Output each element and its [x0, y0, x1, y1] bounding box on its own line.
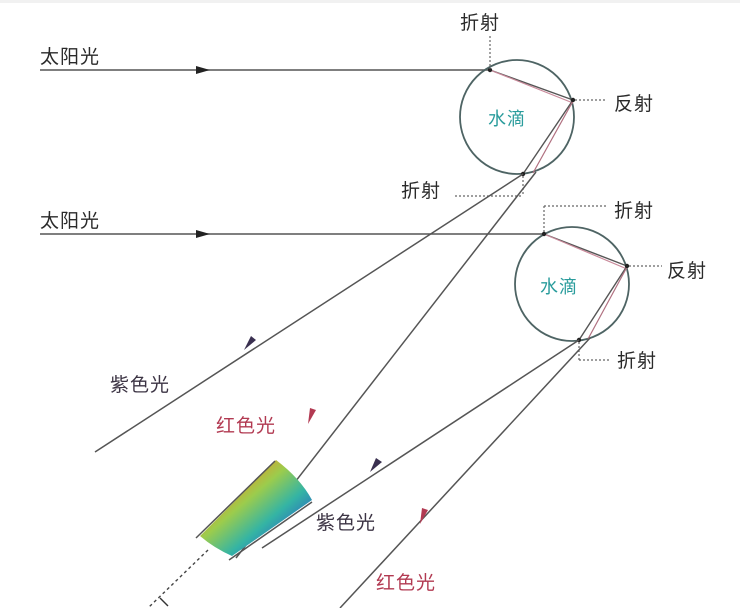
rainbow-spectrum	[195, 460, 313, 561]
water-drop-label-2: 水滴	[540, 277, 578, 298]
arrow-down-left-icon	[420, 508, 428, 524]
top-border	[0, 0, 740, 3]
sunlight-ray-2	[40, 230, 544, 238]
refraction-label-1-bottom: 折射	[401, 180, 442, 202]
violet-light-label-1: 紫色光	[110, 374, 171, 396]
sunlight-ray-1	[40, 66, 490, 74]
violet-ray-1	[94, 173, 524, 453]
arrow-down-left-icon	[308, 408, 316, 424]
water-drop-label-1: 水滴	[488, 109, 526, 130]
red-ray-2	[339, 337, 591, 608]
red-light-label-2: 红色光	[376, 572, 437, 594]
arrow-down-left-icon	[244, 336, 256, 350]
arrow-down-left-icon	[370, 458, 382, 472]
reflection-label-1: 反射	[614, 93, 655, 115]
arrow-right-icon	[196, 230, 210, 238]
reflection-label-2: 反射	[667, 260, 708, 282]
refraction-label-2-bottom: 折射	[617, 350, 658, 372]
angle-marker-icon	[159, 597, 169, 607]
observer-sight-line	[147, 549, 209, 608]
arrow-right-icon	[196, 66, 210, 74]
red-light-label-1: 红色光	[216, 415, 277, 437]
sunlight-label-1: 太阳光	[40, 46, 101, 68]
refraction-label-2-top: 折射	[614, 200, 655, 222]
violet-ray-2	[261, 339, 580, 549]
sunlight-label-2: 太阳光	[40, 210, 101, 232]
water-drop-1	[455, 36, 607, 197]
refraction-label-1-top: 折射	[460, 12, 501, 34]
water-drop-2	[514, 205, 662, 361]
violet-light-label-2: 紫色光	[316, 512, 377, 534]
